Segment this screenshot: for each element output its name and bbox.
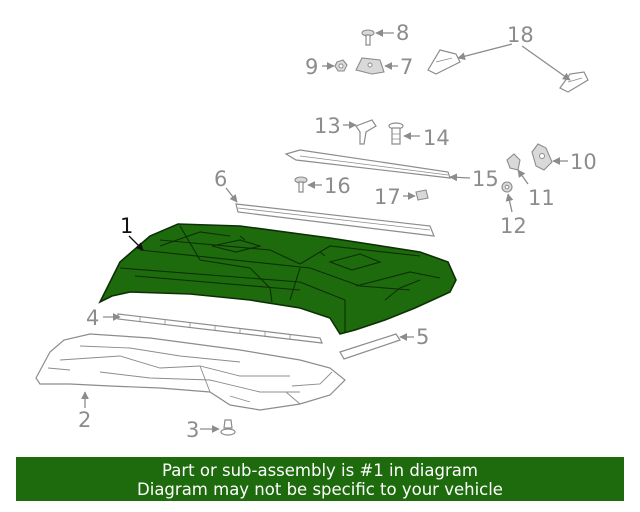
callout-12: 12: [500, 214, 527, 238]
callout-17: 17: [374, 185, 401, 209]
grommet-part[interactable]: [388, 122, 404, 145]
callout-6: 6: [214, 167, 227, 191]
bolt-part[interactable]: [294, 176, 308, 193]
part-note-banner: Part or sub-assembly is #1 in diagram Di…: [16, 457, 624, 501]
spacer-part[interactable]: [415, 189, 429, 201]
callout-14: 14: [423, 126, 450, 150]
hook-part[interactable]: [355, 119, 377, 145]
callout-13: 13: [314, 114, 341, 138]
banner-line-1: Part or sub-assembly is #1 in diagram: [162, 461, 478, 480]
nut-part[interactable]: [334, 59, 348, 72]
hard-top-panel[interactable]: [98, 223, 457, 335]
corner-cap-part[interactable]: [427, 49, 589, 93]
banner-line-2: Diagram may not be specific to your vehi…: [137, 480, 503, 499]
callout-8: 8: [396, 21, 409, 45]
callout-9: 9: [305, 55, 318, 79]
latch-part[interactable]: [531, 143, 553, 171]
callout-3: 3: [186, 418, 199, 442]
retainer-part[interactable]: [501, 181, 513, 193]
trim-strip-part[interactable]: [339, 333, 401, 360]
callout-7: 7: [400, 55, 413, 79]
clip-part[interactable]: [506, 153, 521, 171]
screw-part[interactable]: [361, 29, 375, 46]
callout-1: 1: [120, 214, 133, 238]
parts-diagram: 1 2 3 4 5: [35, 21, 597, 442]
callout-5: 5: [416, 325, 429, 349]
callout-15: 15: [472, 167, 499, 191]
rail-part[interactable]: [284, 149, 451, 179]
weatherstrip-part[interactable]: [235, 203, 435, 237]
callout-10: 10: [570, 150, 597, 174]
callout-2: 2: [78, 408, 91, 432]
push-pin-part[interactable]: [220, 419, 236, 436]
callout-11: 11: [528, 186, 555, 210]
callout-18: 18: [507, 23, 534, 47]
callout-16: 16: [324, 174, 351, 198]
headliner-part[interactable]: [35, 333, 346, 411]
callout-4: 4: [86, 306, 99, 330]
bracket-part[interactable]: [355, 57, 385, 75]
